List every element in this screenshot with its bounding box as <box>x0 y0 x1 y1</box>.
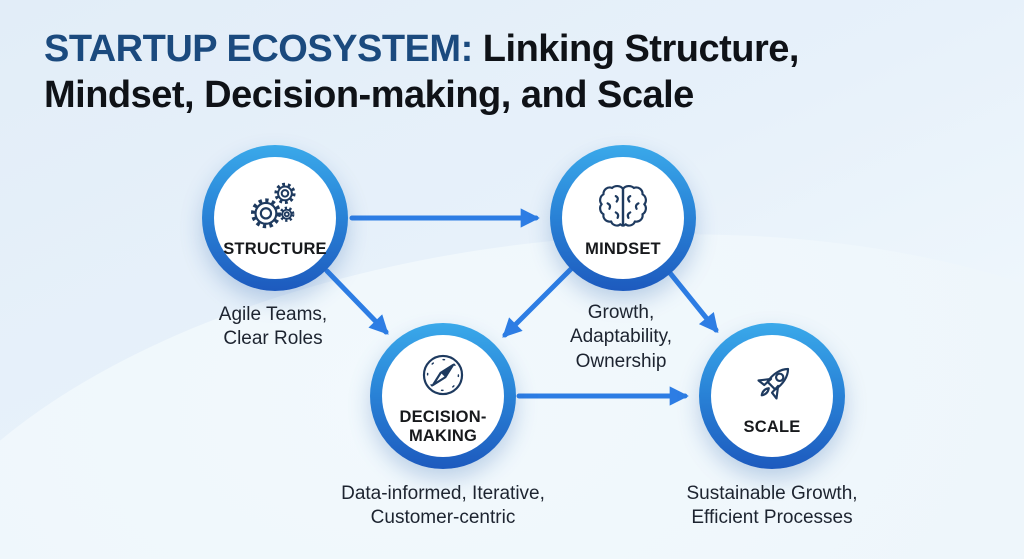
node-mindset-label: MINDSET <box>585 239 661 258</box>
page-title-rest: Linking Structure, Mindset, Decision-mak… <box>44 28 799 117</box>
gears-icon <box>246 178 304 236</box>
page-title-highlight: STARTUP ECOSYSTEM: <box>44 28 473 70</box>
caption-mindset: Growth, Adaptability, Ownership <box>569 302 673 372</box>
node-scale: SCALE <box>699 323 845 469</box>
page-title: STARTUP ECOSYSTEM: Linking Structure, Mi… <box>44 26 934 119</box>
node-mindset: MINDSET <box>550 145 696 291</box>
rocket-icon <box>743 356 801 414</box>
node-decision-making: DECISION- MAKING <box>370 323 516 469</box>
node-scale-label: SCALE <box>743 417 801 436</box>
caption-decision-making: Data-informed, Iterative, Customer-centr… <box>341 483 545 529</box>
caption-scale: Sustainable Growth, Efficient Processes <box>686 483 858 529</box>
brain-icon <box>594 178 652 236</box>
node-structure-label: STRUCTURE <box>223 239 327 258</box>
node-decision-making-label: DECISION- MAKING <box>399 408 487 445</box>
caption-structure: Agile Teams, Clear Roles <box>218 304 328 350</box>
node-structure: STRUCTURE <box>202 145 348 291</box>
compass-icon <box>414 346 472 404</box>
